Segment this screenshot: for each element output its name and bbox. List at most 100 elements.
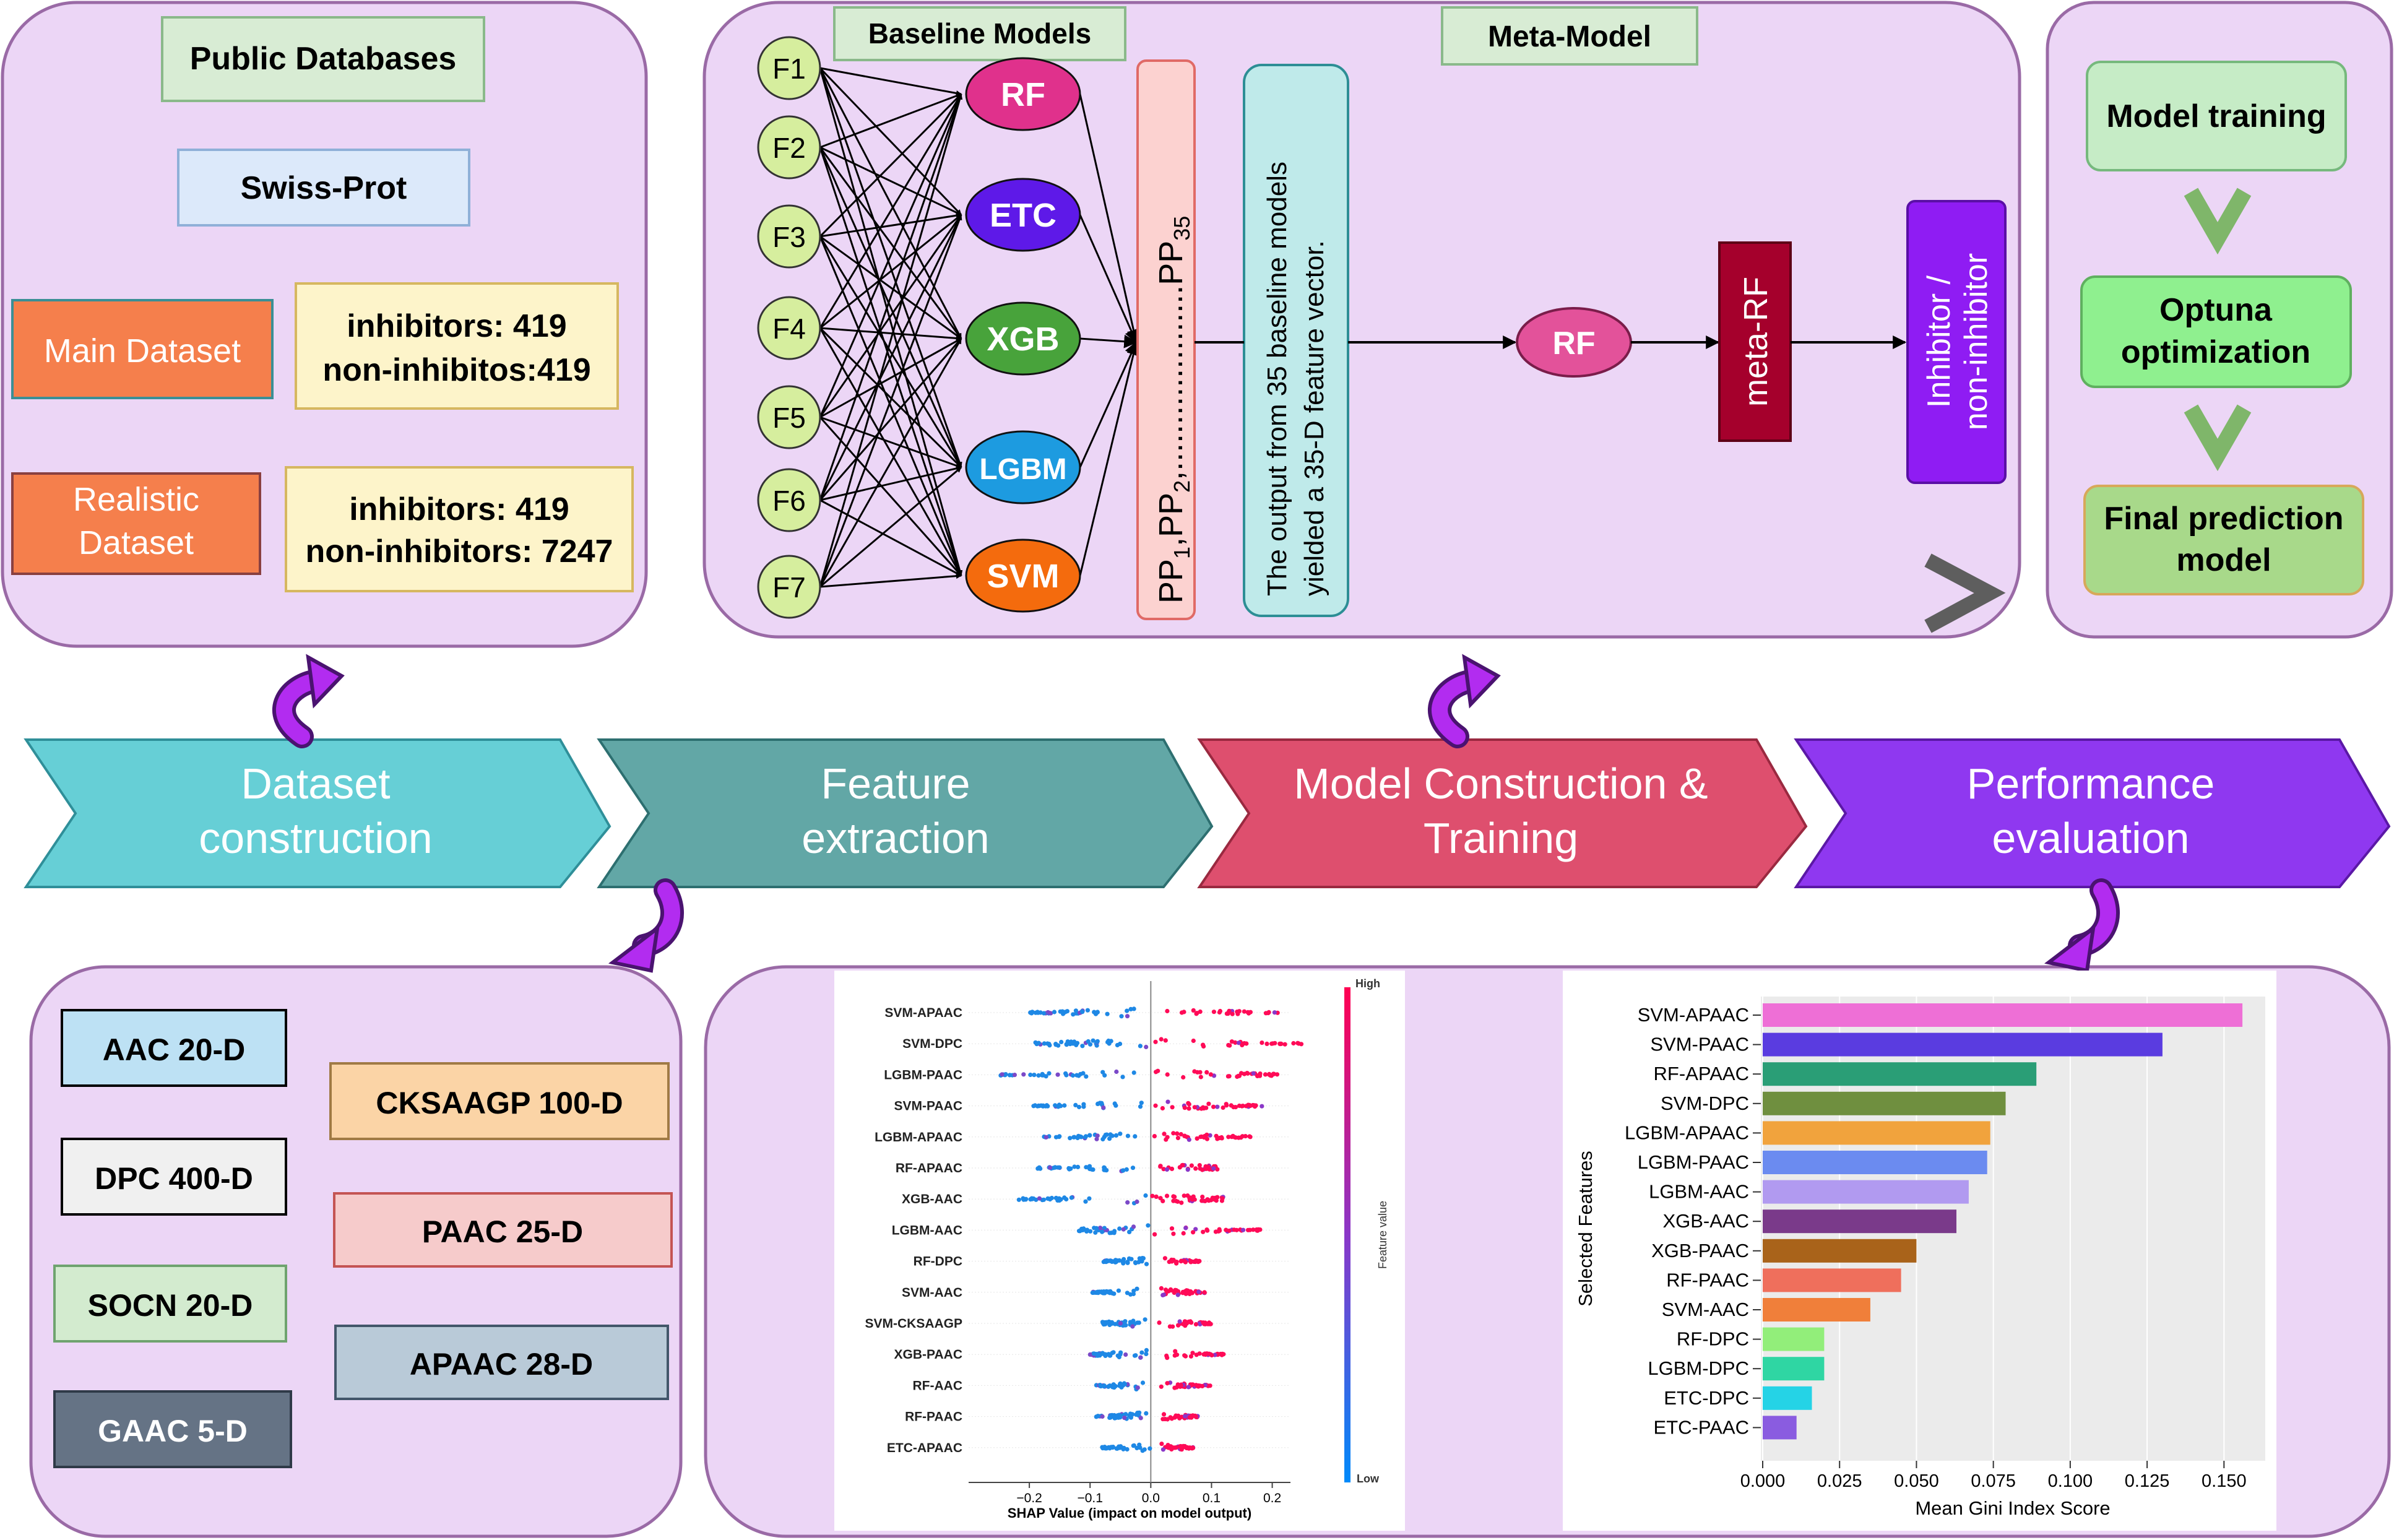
- feature-node-f1: F1: [757, 36, 821, 100]
- shap-point: [1296, 1041, 1301, 1046]
- shap-feature-label: XGB-PAAC: [894, 1348, 962, 1362]
- shap-point: [1108, 1258, 1113, 1263]
- shap-point: [1125, 1260, 1130, 1265]
- shap-point: [1140, 1380, 1146, 1385]
- colorbar-high-label: High: [1355, 977, 1380, 990]
- shap-point: [1229, 1039, 1234, 1044]
- shap-point: [1129, 1257, 1134, 1261]
- shap-feature-label: RF-APAAC: [896, 1161, 962, 1175]
- output-box: Inhibitor / non-inhibitor: [1906, 200, 2007, 484]
- shap-point: [1172, 1415, 1177, 1420]
- shap-point: [1197, 1163, 1202, 1168]
- shap-feature-label: SVM-CKSAAGP: [865, 1317, 962, 1331]
- shap-point: [1076, 1104, 1082, 1110]
- gini-bar: [1763, 1386, 1812, 1410]
- shap-feature-label: LGBM-APAAC: [875, 1130, 962, 1144]
- shap-x-tick-label: −0.2: [1016, 1491, 1042, 1505]
- curved-arrow-icon: [608, 878, 684, 973]
- shap-feature-label: XGB-AAC: [902, 1192, 962, 1206]
- shap-point: [1143, 1193, 1148, 1198]
- shap-point: [1091, 1351, 1097, 1356]
- shap-point: [1154, 1194, 1159, 1199]
- shap-point: [1108, 1353, 1113, 1358]
- shap-point: [1186, 1102, 1191, 1107]
- network-edge: [819, 93, 962, 501]
- shap-point: [1021, 1197, 1026, 1202]
- shap-point: [1185, 1167, 1190, 1172]
- feature-cksaagp: CKSAAGP 100-D: [329, 1062, 670, 1140]
- shap-point: [1147, 1446, 1152, 1451]
- svg-text:inhibitors: 419: inhibitors: 419: [349, 491, 569, 527]
- shap-point: [1100, 1351, 1105, 1356]
- svg-text:Feature: Feature: [821, 759, 970, 808]
- shap-point: [1188, 1354, 1193, 1359]
- feature-apaac: APAAC 28-D: [334, 1325, 669, 1400]
- shap-point: [1202, 1290, 1207, 1295]
- network-edge: [819, 67, 962, 468]
- shap-point: [1121, 1257, 1126, 1261]
- svg-text:PAAC 25-D: PAAC 25-D: [422, 1214, 583, 1249]
- feature-node-f3: F3: [757, 204, 821, 269]
- shap-point: [1087, 1164, 1092, 1169]
- shap-point: [1168, 1415, 1173, 1420]
- step-final-model: Final prediction model: [2083, 485, 2364, 595]
- svg-text:Performance: Performance: [1967, 759, 2215, 808]
- chevron-down-icon: [2184, 404, 2252, 472]
- shap-point: [1072, 1164, 1077, 1169]
- shap-point: [1044, 1074, 1048, 1079]
- shap-point: [1169, 1288, 1173, 1293]
- shap-point: [1057, 1134, 1062, 1139]
- shap-point: [1058, 1009, 1063, 1014]
- gini-bar: [1763, 1209, 1956, 1234]
- shap-point: [1138, 1416, 1143, 1421]
- shap-point: [1205, 1228, 1210, 1233]
- shap-feature-label: SVM-APAAC: [884, 1006, 962, 1020]
- shap-point: [1106, 1038, 1111, 1044]
- shap-point: [1153, 1103, 1158, 1108]
- gini-category-label: ETC-DPC: [1664, 1387, 1749, 1409]
- shap-point: [1201, 1044, 1206, 1049]
- shap-point: [1255, 1073, 1260, 1078]
- shap-colorbar: [1344, 987, 1350, 1482]
- shap-point: [1041, 1197, 1046, 1202]
- shap-point: [1165, 1381, 1170, 1386]
- shap-point: [1016, 1197, 1021, 1202]
- shap-point: [1177, 1444, 1182, 1449]
- shap-point: [1181, 1231, 1186, 1236]
- shap-point: [1246, 1102, 1251, 1107]
- gini-bar: [1763, 1032, 2163, 1057]
- shap-point: [1184, 1445, 1189, 1451]
- shap-point: [1164, 1137, 1169, 1142]
- shap-point: [1192, 1105, 1197, 1110]
- shap-point: [1235, 1074, 1240, 1079]
- shap-point: [1118, 1131, 1123, 1136]
- shap-point: [1102, 1166, 1107, 1170]
- network-edge: [819, 466, 962, 588]
- colorbar-low-label: Low: [1357, 1473, 1380, 1485]
- shap-point: [1170, 1105, 1175, 1110]
- svg-text:Main Dataset: Main Dataset: [44, 332, 241, 370]
- shap-point: [1074, 1040, 1080, 1045]
- shap-point: [1211, 1104, 1216, 1109]
- shap-point: [1131, 1070, 1136, 1075]
- shap-point: [1186, 1106, 1191, 1111]
- shap-point: [1107, 1320, 1112, 1325]
- shap-point: [1138, 1355, 1143, 1360]
- shap-point: [1062, 1103, 1067, 1108]
- shap-point: [1198, 1075, 1203, 1079]
- shap-point: [1144, 1351, 1149, 1356]
- svg-text:Model training: Model training: [2106, 98, 2326, 134]
- shap-point: [1031, 1196, 1036, 1201]
- shap-point: [1220, 1196, 1225, 1201]
- gini-category-label: SVM-PAAC: [1650, 1034, 1749, 1055]
- shap-point: [1188, 1260, 1193, 1265]
- shap-point: [1140, 1448, 1145, 1453]
- shap-point: [1185, 1291, 1190, 1296]
- curved-arrow-icon: [2044, 878, 2120, 973]
- shap-point: [1140, 1256, 1145, 1261]
- shap-point: [1086, 1039, 1091, 1044]
- shap-point: [1120, 1075, 1125, 1079]
- network-edge: [819, 147, 962, 468]
- shap-point: [1121, 1447, 1126, 1451]
